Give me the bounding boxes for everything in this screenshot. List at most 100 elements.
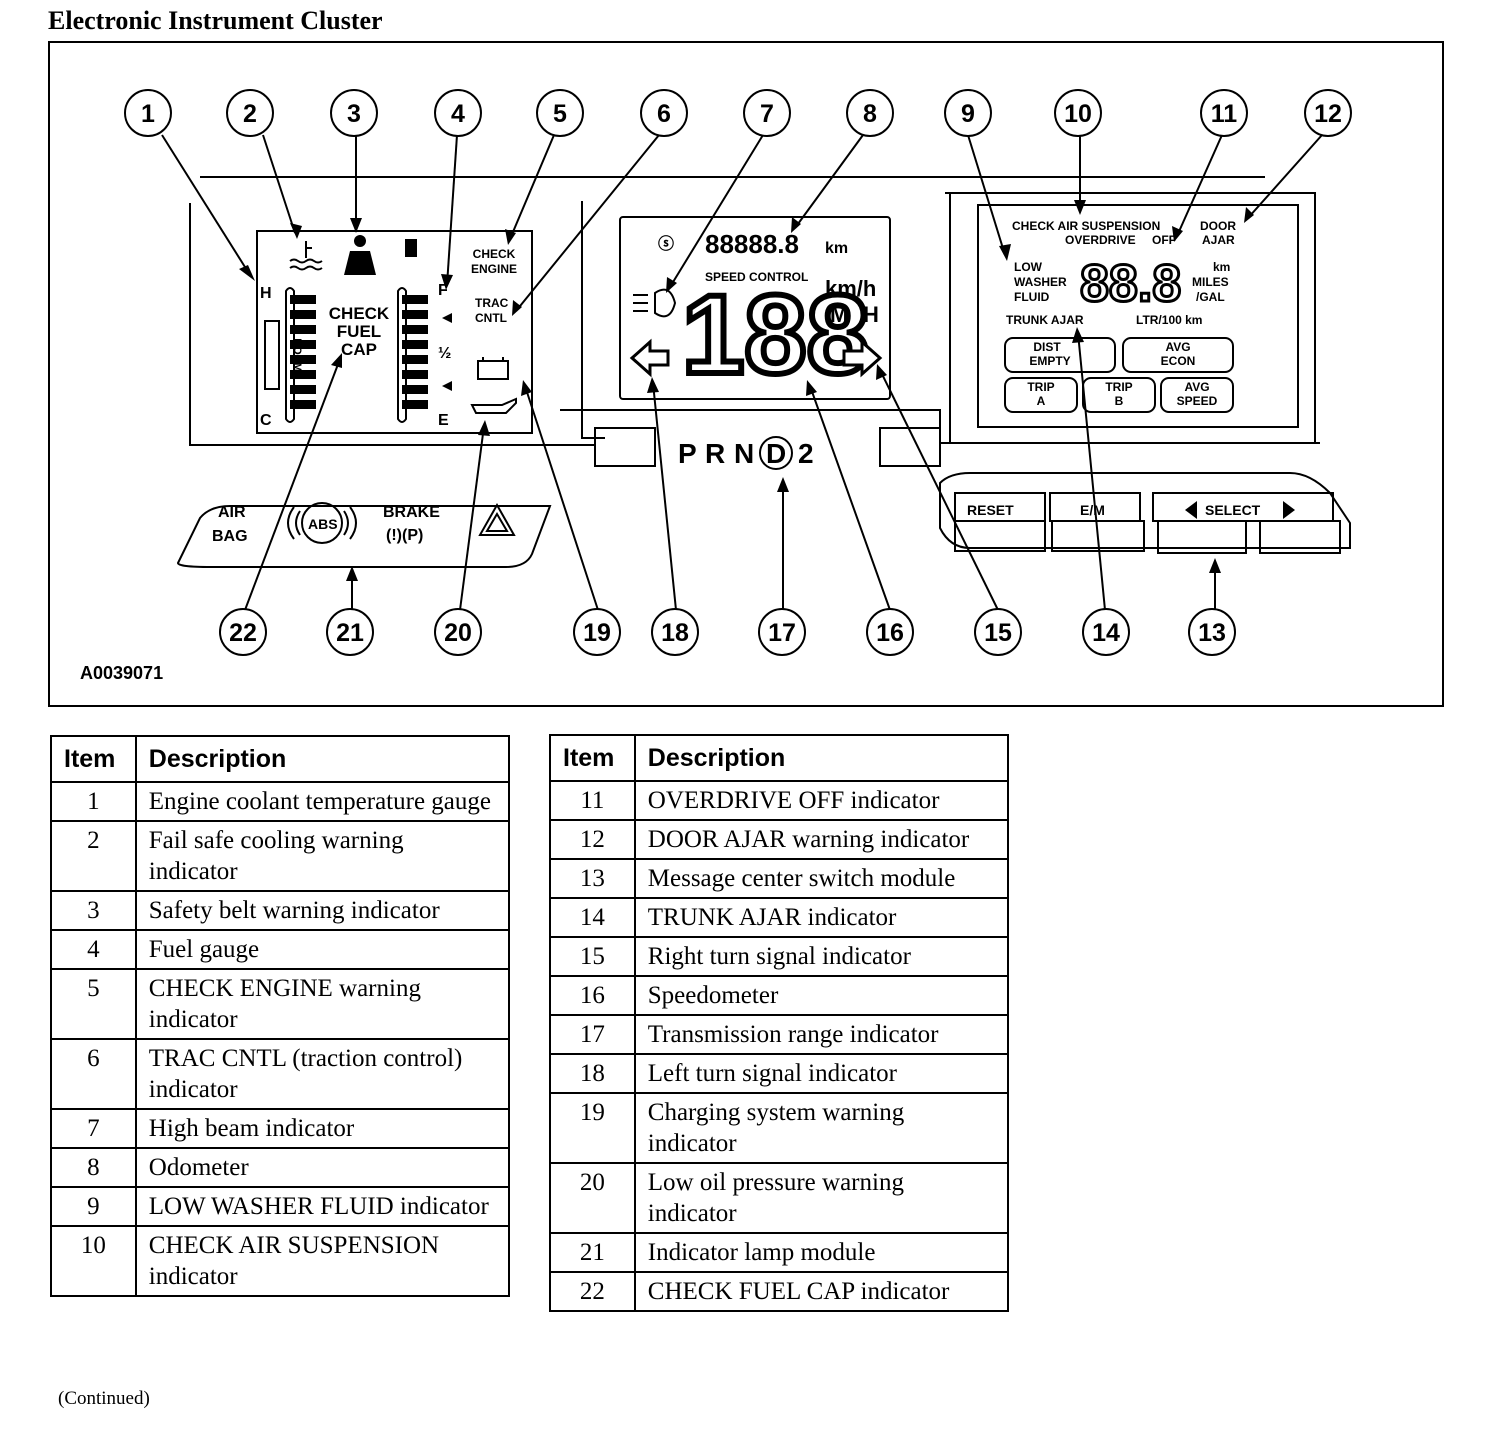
gauge-segment [402, 370, 428, 379]
item-number: 21 [549, 1232, 636, 1273]
callout-circle [219, 608, 267, 656]
callout-circle [434, 608, 482, 656]
item-number: 4 [50, 929, 137, 970]
item-number: 16 [549, 975, 636, 1016]
item-number: 7 [50, 1108, 137, 1149]
svg-text:ECON: ECON [1161, 354, 1196, 368]
continued-note: (Continued) [58, 1388, 150, 1409]
leader-lines [161, 134, 1323, 611]
item-number: 11 [549, 780, 636, 821]
gauge-segment [290, 370, 316, 379]
callout-circle [434, 89, 482, 137]
callout-circle [1200, 89, 1248, 137]
callout-number: 17 [768, 619, 796, 647]
lamp-module [176, 502, 552, 568]
item-number: 9 [50, 1186, 137, 1227]
item-description: Message center switch module [633, 858, 1010, 899]
callout-number: 1 [141, 100, 155, 128]
svg-text:AIR: AIR [218, 504, 246, 521]
callout-circle [326, 608, 374, 656]
svg-text:ENGINE: ENGINE [471, 262, 517, 276]
item-number: 20 [549, 1162, 636, 1234]
svg-text:DIST: DIST [1033, 340, 1061, 354]
item-number: 1 [50, 781, 137, 822]
callout-circle [651, 608, 699, 656]
item-number: 17 [549, 1014, 636, 1055]
callout-number: 11 [1211, 100, 1238, 128]
callout-circle [1082, 608, 1130, 656]
callout-circle [1304, 89, 1352, 137]
item-number: 18 [549, 1053, 636, 1094]
item-description: CHECK FUEL CAP indicator [633, 1271, 1010, 1312]
svg-text:2: 2 [798, 438, 814, 469]
item-description: DOOR AJAR warning indicator [633, 819, 1010, 860]
item-description: Left turn signal indicator [633, 1053, 1010, 1094]
item-number: 5 [50, 968, 137, 1040]
item-header: Item [50, 735, 137, 783]
gauge-segment [290, 400, 316, 409]
svg-text:LTR/100 km: LTR/100 km [1136, 313, 1202, 327]
callout-number: 7 [760, 100, 774, 128]
callout-circle [1054, 89, 1102, 137]
callout-number: 13 [1198, 619, 1226, 647]
gauge-segment [402, 400, 428, 409]
cluster-illustration: H C NORM CHECK FUEL CAP F ½ E CHECK ENGI… [80, 89, 1352, 683]
svg-text:AVG: AVG [1165, 340, 1190, 354]
svg-text:SPEED: SPEED [1177, 394, 1218, 408]
svg-text:SPEED CONTROL: SPEED CONTROL [705, 270, 808, 284]
item-description: Speedometer [633, 975, 1010, 1016]
svg-text:CHECK: CHECK [329, 304, 390, 323]
item-number: 15 [549, 936, 636, 977]
svg-text:km/h: km/h [825, 276, 876, 301]
item-description: High beam indicator [134, 1108, 511, 1149]
svg-text:km: km [1213, 260, 1230, 274]
item-description: Right turn signal indicator [633, 936, 1010, 977]
svg-text:P: P [678, 438, 697, 469]
item-number: 22 [549, 1271, 636, 1312]
item-number: 14 [549, 897, 636, 938]
callout-number: 3 [347, 100, 361, 128]
callout-number: 12 [1314, 100, 1342, 128]
callout-number: 2 [243, 100, 257, 128]
sec-icon: ⓢ [658, 234, 674, 253]
gauge-segment [402, 340, 428, 349]
speedometer-digits: 188 [682, 272, 869, 397]
callout-circle [846, 89, 894, 137]
item-description: LOW WASHER FLUID indicator [134, 1186, 511, 1227]
item-number: 10 [50, 1225, 137, 1297]
gauge-segment [402, 295, 428, 304]
callout-number: 22 [229, 619, 257, 647]
svg-text:FUEL: FUEL [337, 322, 381, 341]
gauge-segment [402, 385, 428, 394]
gauge-segment [402, 355, 428, 364]
callout-number: 15 [984, 619, 1012, 647]
right-turn-arrow-icon [842, 338, 883, 378]
gauge-segment [290, 340, 316, 349]
temperature-gauge: H C NORM [260, 285, 316, 429]
item-description: Low oil pressure warning indicator [633, 1162, 1010, 1234]
svg-text:A0039071: A0039071 [80, 663, 163, 683]
item-description: OVERDRIVE OFF indicator [633, 780, 1010, 821]
oil-can-icon [470, 397, 517, 414]
svg-text:A: A [1037, 394, 1046, 408]
callout-circle [536, 89, 584, 137]
item-number: 13 [549, 858, 636, 899]
item-number: 2 [50, 820, 137, 892]
switch-module [939, 472, 1351, 554]
callout-circle [124, 89, 172, 137]
svg-text:MILES: MILES [1192, 275, 1229, 289]
svg-text:B: B [1115, 394, 1124, 408]
callout-number: 16 [876, 619, 904, 647]
svg-text:TRAC: TRAC [475, 296, 509, 310]
callout-circle [743, 89, 791, 137]
callout-number: 10 [1064, 100, 1092, 128]
